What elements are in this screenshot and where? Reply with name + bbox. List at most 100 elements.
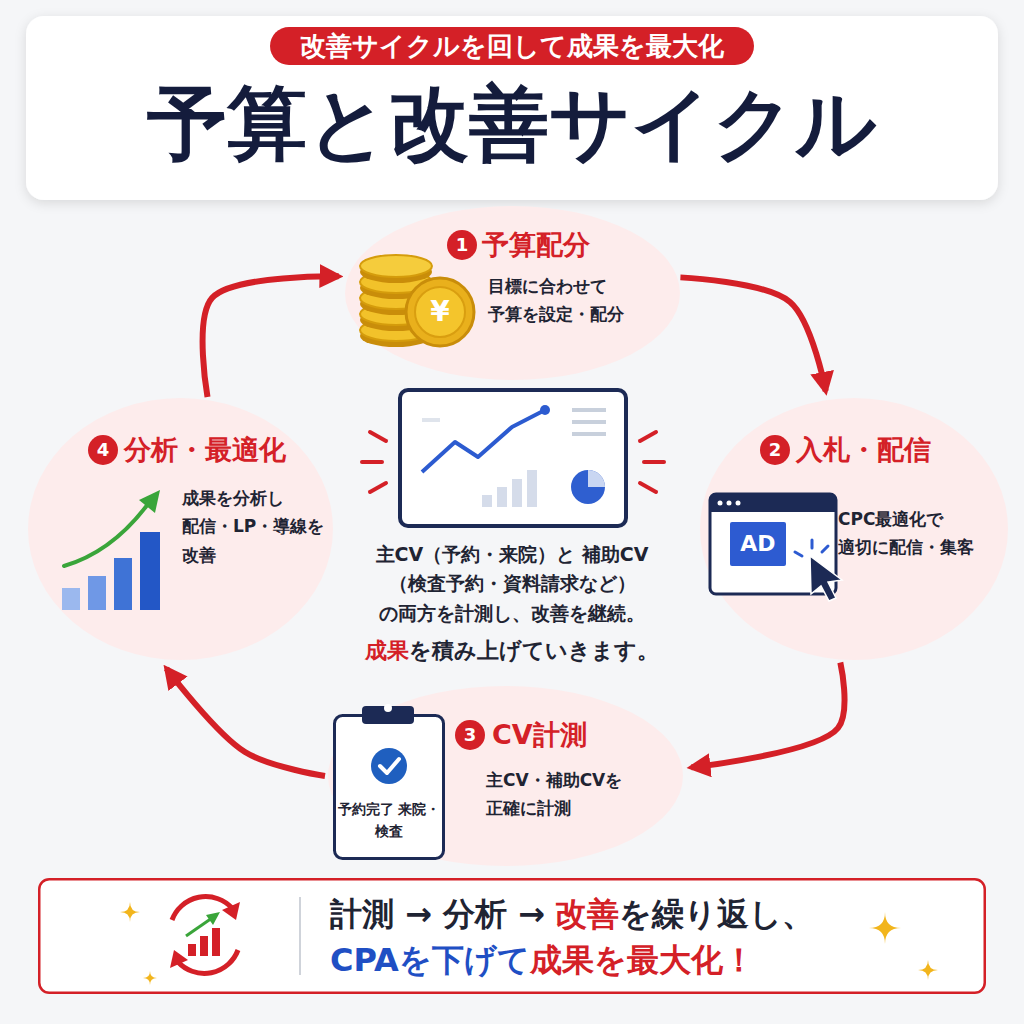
node-outline — [88, 435, 118, 465]
text-line: 成果を分析し 配信・LP・導線を 改善 — [182, 484, 332, 569]
cycle-arrow — [680, 277, 825, 391]
clipboard-clip-part — [384, 704, 392, 712]
ad-label: AD — [740, 531, 775, 556]
center-note: 成果を積み上げていきます。 — [337, 636, 687, 667]
node-outline — [455, 720, 485, 750]
text-line: 分析・最適化 — [124, 433, 286, 471]
growth-chart-part — [88, 576, 106, 610]
clipboard: 予約完了 来院・検査 — [333, 714, 445, 860]
dashboard-monitor-part — [497, 487, 507, 507]
node-text: 目標に合わせて 予算を設定・配分 — [488, 276, 624, 324]
node-text: CPC最適化で 適切に配信・集客 — [838, 509, 974, 557]
dashboard-monitor-part — [571, 470, 605, 504]
burst-lines-part — [644, 460, 664, 464]
dashboard-monitor-part — [572, 420, 606, 424]
step-number: 2 — [760, 435, 790, 465]
burst-lines-part — [370, 483, 386, 492]
cycle-arrow — [691, 662, 844, 767]
node-outline — [270, 27, 754, 65]
currency-symbol: ¥ — [420, 293, 460, 335]
burst-lines-part — [640, 483, 656, 492]
browser-ad-part-part — [822, 546, 828, 552]
node-text: 成果を最大化！ — [530, 941, 755, 979]
cycle-arrow — [166, 668, 325, 776]
cycle-step: 入札・配信 CPC最適化で 適切に配信・集客 2 — [700, 398, 1008, 660]
node-text: 改善 — [555, 895, 619, 933]
coin-stack-part — [360, 255, 432, 277]
divider — [299, 897, 301, 975]
text-line: 予約完了 来院・検査 — [333, 798, 445, 841]
banner-pill: 改善サイクルを回して成果を最大化 — [270, 27, 754, 65]
node-outline — [39, 879, 985, 993]
node-text: を繰り返し、 — [619, 895, 814, 933]
burst-lines-part — [640, 432, 656, 441]
burst-lines-part — [370, 432, 386, 441]
dashboard-monitor-part — [572, 408, 606, 412]
node-outline — [28, 398, 333, 660]
text-line: 入札・配信 — [796, 433, 931, 471]
step-heading: 分析・最適化 — [124, 434, 286, 465]
dashboard-monitor-part — [422, 410, 545, 472]
text-line: 2 — [760, 435, 790, 466]
dashboard-monitor-part — [422, 418, 440, 422]
yen-coin-part — [415, 287, 465, 337]
cycle-step: 分析・最適化成果を分析し 配信・LP・導線を 改善 4 — [28, 398, 333, 660]
node-outline — [700, 398, 1008, 660]
cycle-icon-part — [188, 944, 196, 956]
burst-lines-part — [362, 460, 382, 464]
cycle-icon-part — [200, 936, 208, 956]
node-outline — [328, 686, 683, 866]
text-line: 1 — [447, 230, 477, 261]
browser-ad-part — [718, 501, 723, 506]
node-text: 改善サイクルを回して成果を最大化 — [300, 31, 724, 61]
dashboard-monitor-part — [588, 470, 605, 487]
text-line: CV計測 — [492, 718, 587, 756]
yen-coin — [406, 278, 474, 346]
dashboard-monitor — [400, 390, 626, 526]
text-line: CPAを下げて成果を最大化！ — [330, 939, 960, 987]
text-line: 主CV・補助CVを 正確に計測 — [486, 766, 646, 823]
node-text: 主CV・補助CVを 正確に計測 — [486, 770, 622, 818]
center-note: 主CV（予約・来院）と 補助CV（検査予約・資料請求など） の両方を計測し、改善… — [376, 543, 649, 624]
step-heading: 計測 → 分析 → — [330, 895, 545, 933]
growth-chart-part — [62, 588, 80, 610]
center-note: を積み上げていきます。 — [409, 638, 659, 663]
currency-symbol: ¥ — [430, 295, 449, 328]
node-outline — [335, 716, 444, 859]
ad-label: AD — [730, 522, 786, 568]
step-heading: CV計測 — [492, 719, 587, 750]
dashboard-monitor-part — [572, 432, 606, 436]
node-text: 2 — [769, 439, 782, 460]
dashboard-monitor-part — [512, 479, 522, 507]
cycle-arrow — [203, 276, 339, 397]
text-line: 計測 → 分析 → 改善を繰り返し、 — [330, 893, 960, 941]
node-text: 1 — [456, 234, 469, 255]
growth-chart-part — [140, 532, 160, 610]
dashboard-monitor-part — [400, 390, 626, 526]
browser-ad-part — [727, 501, 732, 506]
text-line: 3 — [455, 720, 485, 751]
node-text: 予約完了 来院・検査 — [338, 801, 441, 839]
step-number: 3 — [455, 720, 485, 750]
dashboard-monitor-part — [482, 495, 492, 507]
node-text: 3 — [464, 724, 477, 745]
browser-ad-part — [736, 501, 741, 506]
node-text: 4 — [97, 439, 110, 460]
browser-ad-part-part — [795, 552, 802, 556]
step-heading: 入札・配信 — [796, 434, 931, 465]
text-line: CPC最適化で 適切に配信・集客 — [838, 505, 998, 562]
clipboard-clip-part — [371, 748, 407, 784]
step-heading: 予算配分 — [482, 229, 590, 260]
browser-ad-part — [730, 522, 786, 566]
text-line: 目標に合わせて 予算を設定・配分 — [488, 272, 653, 329]
node-text: 成果を分析し 配信・LP・導線を 改善 — [182, 488, 324, 565]
step-number: 1 — [447, 230, 477, 260]
browser-ad-part — [710, 494, 836, 512]
summary-box: 計測 → 分析 → 改善を繰り返し、 CPAを下げて成果を最大化！ — [38, 878, 986, 994]
text-line: 4 — [88, 435, 118, 466]
node-text: CPAを下げて — [330, 941, 530, 979]
center-note: 主CV（予約・来院）と 補助CV（検査予約・資料請求など） の両方を計測し、改善… — [337, 540, 687, 628]
dashboard-monitor-part — [527, 470, 537, 507]
step-number: 4 — [88, 435, 118, 465]
